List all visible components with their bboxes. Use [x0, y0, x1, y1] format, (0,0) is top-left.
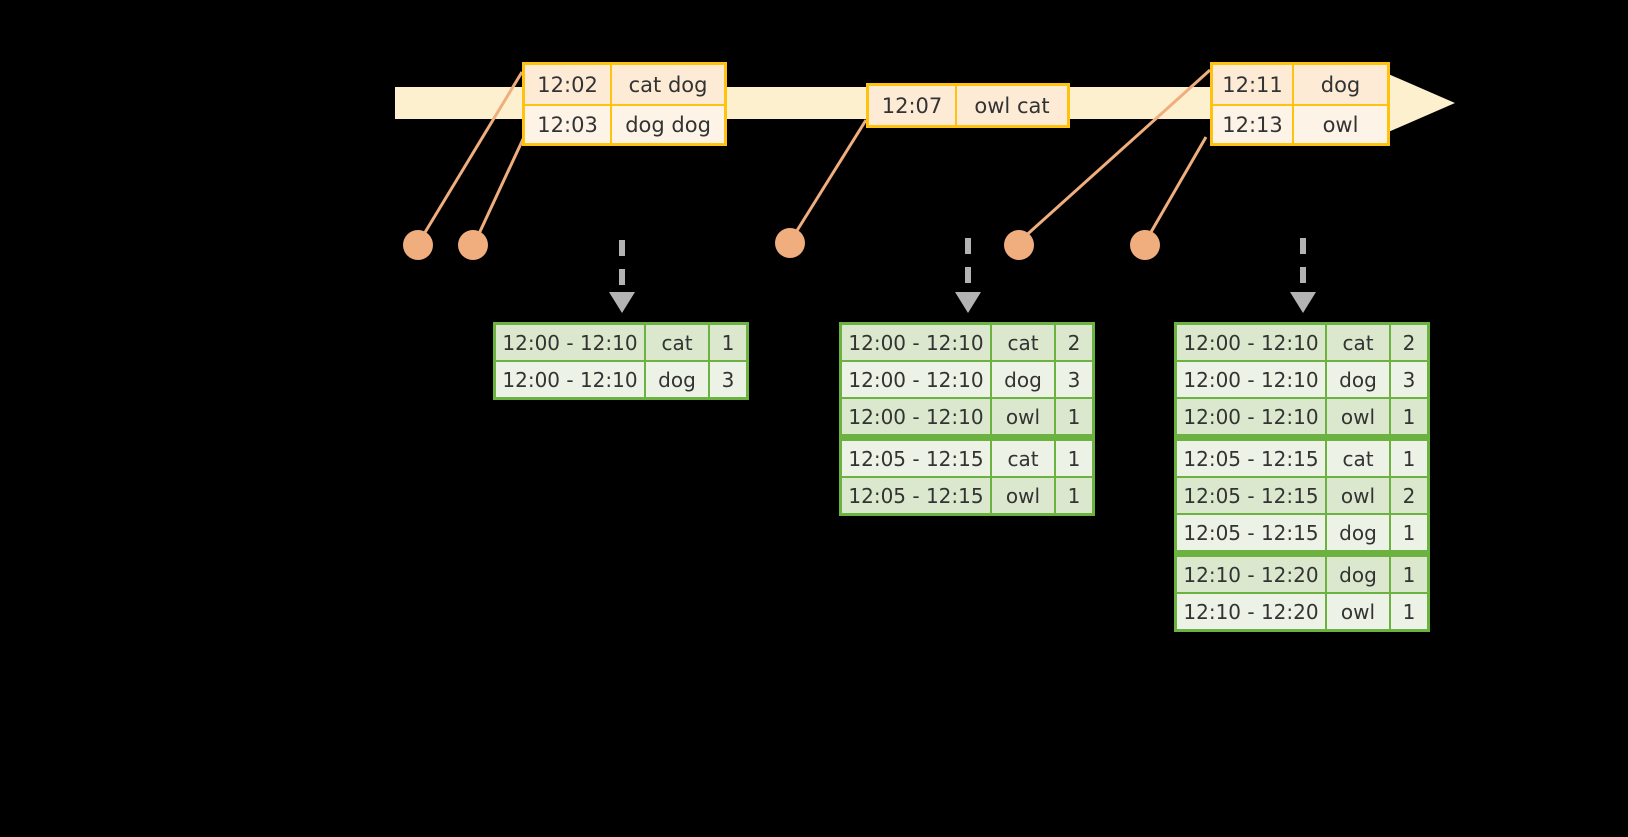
window-cell: 12:05 - 12:15 — [842, 478, 990, 513]
count-cell: 1 — [1391, 557, 1427, 592]
event-row: 12:03 dog dog — [525, 104, 724, 143]
event-dots — [403, 228, 1160, 260]
window-cell: 12:00 - 12:10 — [496, 325, 644, 360]
window-cell: 12:05 - 12:15 — [1177, 441, 1325, 476]
event-time: 12:02 — [525, 65, 613, 104]
count-cell: 1 — [1391, 399, 1427, 434]
word-cell: dog — [1327, 362, 1389, 397]
count-cell: 3 — [1391, 362, 1427, 397]
event-dot-5 — [1130, 230, 1160, 260]
event-dot-1 — [403, 230, 433, 260]
window-cell: 12:00 - 12:10 — [842, 325, 990, 360]
window-cell: 12:00 - 12:10 — [842, 362, 990, 397]
event-value: owl cat — [974, 93, 1050, 118]
event-value: dog — [1320, 72, 1361, 97]
word-cell: owl — [1327, 594, 1389, 629]
event-time: 12:07 — [869, 86, 957, 125]
word-cell: dog — [1327, 515, 1389, 550]
word-cell: cat — [992, 441, 1054, 476]
count-cell: 1 — [1391, 441, 1427, 476]
word-cell: dog — [1327, 557, 1389, 592]
window-group-separator — [1177, 552, 1427, 555]
word-cell: dog — [992, 362, 1054, 397]
event-row: 12:13 owl — [1213, 104, 1387, 143]
count-cell: 2 — [1391, 325, 1427, 360]
count-cell: 2 — [1391, 478, 1427, 513]
event-dot-2 — [458, 230, 488, 260]
count-cell: 1 — [1056, 478, 1092, 513]
word-cell: owl — [992, 399, 1054, 434]
window-cell: 12:05 - 12:15 — [842, 441, 990, 476]
word-cell: cat — [1327, 441, 1389, 476]
window-cell: 12:00 - 12:10 — [496, 362, 644, 397]
event-box-2[interactable]: 12:07 owl cat — [866, 83, 1070, 128]
count-cell: 1 — [710, 325, 746, 360]
dashed-arrows — [619, 238, 1306, 294]
window-group-separator — [842, 436, 1092, 439]
word-cell: cat — [992, 325, 1054, 360]
window-cell: 12:05 - 12:15 — [1177, 515, 1325, 550]
word-cell: owl — [1327, 399, 1389, 434]
window-cell: 12:10 - 12:20 — [1177, 594, 1325, 629]
window-cell: 12:00 - 12:10 — [1177, 399, 1325, 434]
event-row: 12:02 cat dog — [525, 65, 724, 104]
window-cell: 12:05 - 12:15 — [1177, 478, 1325, 513]
dashed-arrow-heads — [609, 292, 1316, 313]
count-cell: 1 — [1056, 441, 1092, 476]
count-cell: 1 — [1391, 594, 1427, 629]
event-time: 12:13 — [1213, 106, 1294, 143]
word-cell: owl — [1327, 478, 1389, 513]
event-value: owl — [1322, 112, 1359, 137]
event-value: cat dog — [628, 72, 708, 97]
count-cell: 2 — [1056, 325, 1092, 360]
word-cell: owl — [992, 478, 1054, 513]
event-dot-3 — [775, 228, 805, 258]
event-box-1[interactable]: 12:02 cat dog 12:03 dog dog — [522, 62, 727, 146]
count-cell: 3 — [710, 362, 746, 397]
window-group-separator — [1177, 436, 1427, 439]
event-box-3[interactable]: 12:11 dog 12:13 owl — [1210, 62, 1390, 146]
word-cell: cat — [1327, 325, 1389, 360]
window-cell: 12:00 - 12:10 — [842, 399, 990, 434]
count-cell: 1 — [1391, 515, 1427, 550]
count-cell: 1 — [1056, 399, 1092, 434]
count-cell: 3 — [1056, 362, 1092, 397]
word-cell: dog — [646, 362, 708, 397]
window-cell: 12:10 - 12:20 — [1177, 557, 1325, 592]
event-row: 12:07 owl cat — [869, 86, 1067, 125]
word-cell: cat — [646, 325, 708, 360]
window-cell: 12:00 - 12:10 — [1177, 325, 1325, 360]
event-value: dog dog — [625, 112, 711, 137]
event-dot-4 — [1004, 230, 1034, 260]
event-time: 12:11 — [1213, 65, 1294, 104]
event-time: 12:03 — [525, 106, 613, 143]
event-row: 12:11 dog — [1213, 65, 1387, 104]
window-cell: 12:00 - 12:10 — [1177, 362, 1325, 397]
